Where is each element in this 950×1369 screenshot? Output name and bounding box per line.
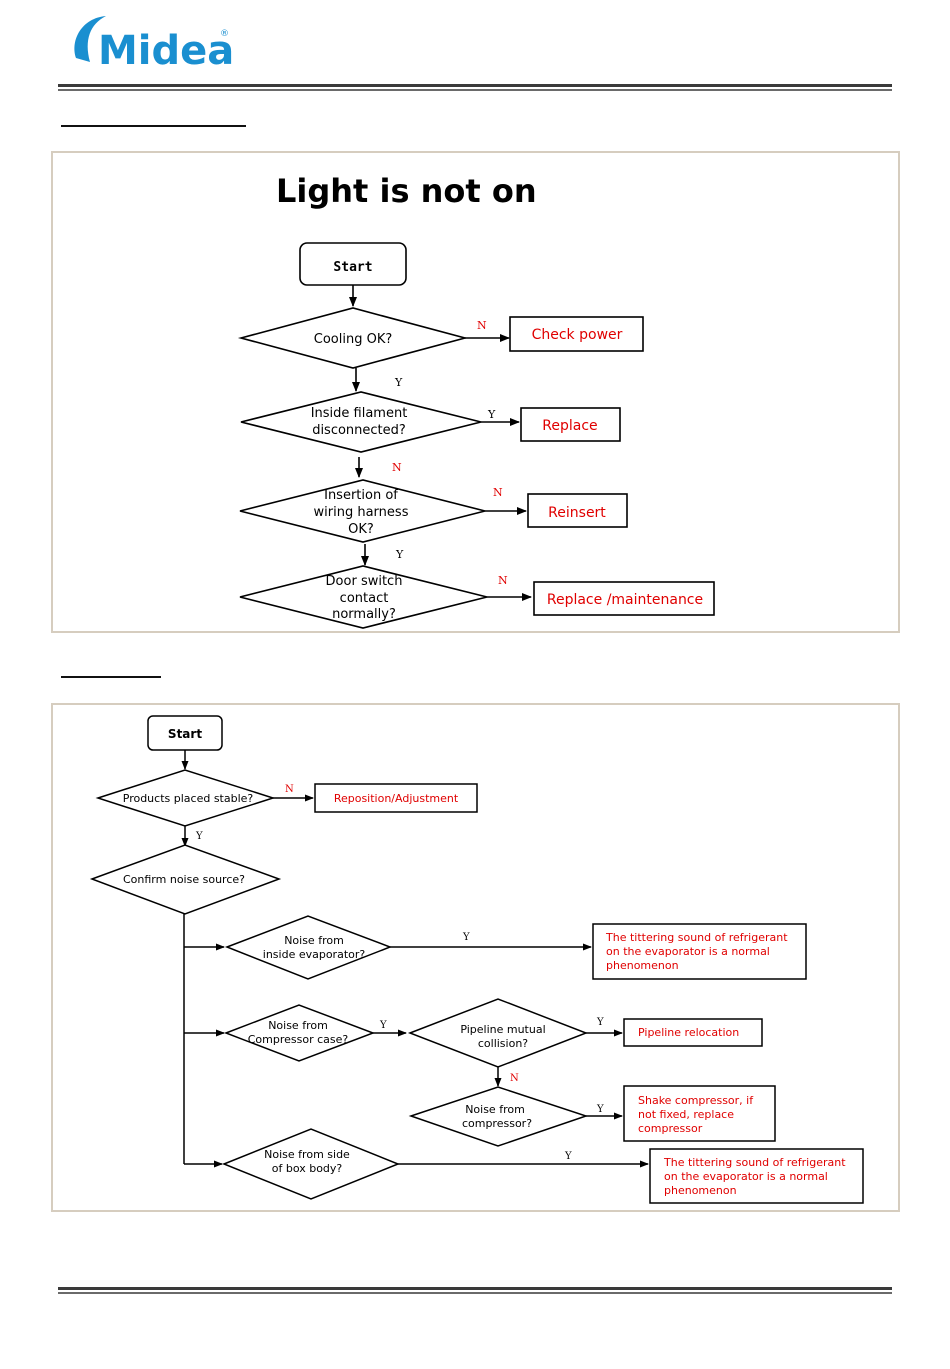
decision-label: normally? <box>332 607 396 622</box>
action-normal-phenomenon-1 <box>592 923 807 980</box>
header-rule <box>58 84 892 91</box>
action-label: phenomenon <box>664 1184 737 1197</box>
yes-label: Y <box>462 932 470 943</box>
action-label: Shake compressor, if <box>638 1094 754 1107</box>
action-label: Check power <box>532 327 623 343</box>
decision-label: Confirm noise source? <box>123 873 245 886</box>
no-label: N <box>392 461 402 474</box>
decision-label: Compressor case? <box>248 1033 349 1046</box>
logo-registered-mark: ® <box>220 29 229 39</box>
flowchart-noise: Start Products placed stable? N Repositi… <box>51 703 900 1212</box>
action-replace-maintenance <box>533 581 715 616</box>
action-label: Reposition/Adjustment <box>334 792 459 805</box>
midea-logo: Midea ® <box>74 16 234 74</box>
section2-heading-underline <box>61 676 161 678</box>
flowchart-light-not-on: Light is not on Start Cooling OK? N Chec… <box>51 151 900 633</box>
decision-label: of box body? <box>272 1162 343 1175</box>
flowchart-1-title: Light is not on <box>276 172 537 210</box>
no-label: N <box>493 486 503 499</box>
yes-label: Y <box>596 1104 604 1115</box>
decision-label: Noise from <box>284 934 344 947</box>
decision-label: Noise from <box>268 1019 328 1032</box>
flowchart-1-canvas: Light is not on Start Cooling OK? N Chec… <box>237 172 715 629</box>
decision-label: Insertion of <box>324 488 398 503</box>
decision-label: Pipeline mutual <box>460 1023 545 1036</box>
action-label: on the evaporator is a normal <box>606 945 770 958</box>
decision-label: contact <box>340 591 389 606</box>
action-label: The tittering sound of refrigerant <box>605 931 788 944</box>
logo-wordmark: Midea <box>98 28 234 74</box>
footer-rule <box>58 1287 892 1294</box>
decision-label: collision? <box>478 1037 528 1050</box>
decision-label: Door switch <box>326 574 403 589</box>
decision-label: OK? <box>348 522 374 537</box>
no-label: N <box>477 319 487 332</box>
action-check-power <box>509 316 644 352</box>
action-label: not fixed, replace <box>638 1108 734 1121</box>
decision-filament-disconnected <box>240 391 482 453</box>
action-label: compressor <box>638 1122 703 1135</box>
action-pipeline-relocation <box>623 1018 763 1047</box>
decision-label: Products placed stable? <box>123 792 254 805</box>
start-label: Start <box>333 260 372 275</box>
yes-label: Y <box>487 408 496 421</box>
start-label: Start <box>168 727 202 741</box>
yes-label: Y <box>395 548 404 561</box>
decision-label: inside evaporator? <box>263 948 366 961</box>
logo-swoosh <box>74 16 106 62</box>
decision-label: wiring harness <box>314 505 409 520</box>
action-label: phenomenon <box>606 959 679 972</box>
decision-label: compressor? <box>462 1117 532 1130</box>
decision-label: Inside filament <box>311 406 408 421</box>
action-label: Replace /maintenance <box>547 592 703 608</box>
flowchart-2-canvas: Start Products placed stable? N Repositi… <box>89 715 864 1204</box>
decision-label: Noise from side <box>264 1148 350 1161</box>
action-reposition <box>314 783 478 813</box>
action-reinsert <box>527 493 628 528</box>
action-label: Reinsert <box>548 505 606 521</box>
decision-label: Noise from <box>465 1103 525 1116</box>
section1-heading-underline <box>61 125 246 127</box>
yes-label: Y <box>596 1017 604 1028</box>
action-label: Pipeline relocation <box>638 1026 739 1039</box>
action-shake-compressor <box>623 1085 776 1142</box>
decision-confirm-noise-source <box>89 844 282 915</box>
action-label: The tittering sound of refrigerant <box>663 1156 846 1169</box>
action-label: on the evaporator is a normal <box>664 1170 828 1183</box>
no-label: N <box>285 784 294 795</box>
yes-label: Y <box>195 831 203 842</box>
yes-label: Y <box>379 1020 387 1031</box>
decision-label: disconnected? <box>312 423 406 438</box>
action-normal-phenomenon-2 <box>649 1148 864 1204</box>
yes-label: Y <box>394 376 403 389</box>
no-label: N <box>498 574 508 587</box>
yes-label: Y <box>564 1151 572 1162</box>
no-label: N <box>510 1073 519 1084</box>
action-label: Replace <box>542 418 597 434</box>
decision-label: Cooling OK? <box>314 332 393 347</box>
action-replace <box>520 407 621 442</box>
